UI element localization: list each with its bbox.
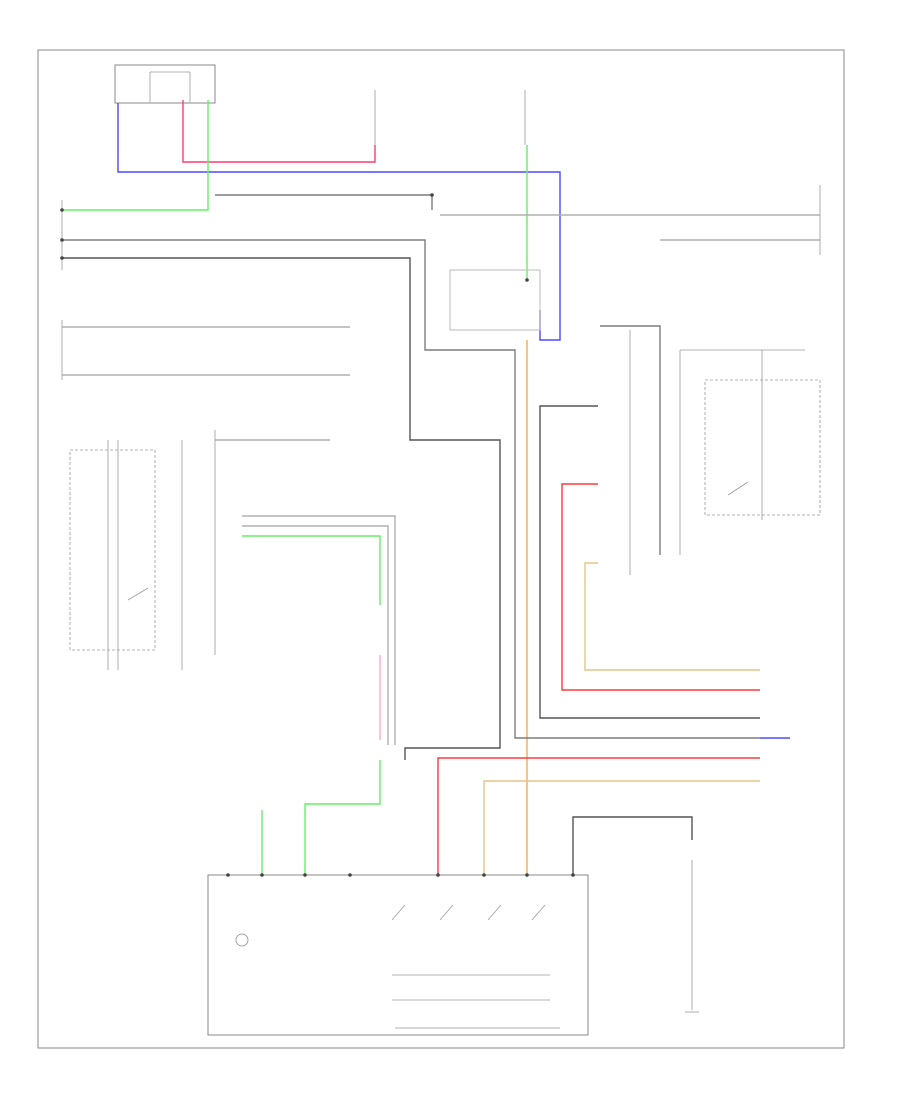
relay-box-top-left xyxy=(114,64,216,104)
pin-dot xyxy=(60,238,64,242)
left-module-outline xyxy=(69,449,156,651)
wire-black-3 xyxy=(572,816,693,875)
wire-gray-conn-b xyxy=(242,525,389,745)
wire-black-2 xyxy=(539,405,760,719)
wire-blue xyxy=(117,103,561,341)
main-unit-switch-2 xyxy=(439,904,454,921)
wire-gray-1 xyxy=(62,239,760,739)
pin-dot xyxy=(525,873,529,877)
main-unit-switch-1 xyxy=(391,904,406,921)
main-unit-switch-4 xyxy=(531,904,546,921)
wire-green-bottom xyxy=(304,760,381,875)
wire-pink xyxy=(182,100,376,163)
main-unit xyxy=(207,874,589,1036)
pin-dot xyxy=(571,873,575,877)
pin-dot xyxy=(482,873,486,877)
main-unit-switch-3 xyxy=(487,904,502,921)
left-module-switch xyxy=(127,587,149,601)
wire-gray-right-a xyxy=(600,325,661,555)
wire-gray-2 xyxy=(215,194,433,210)
right-module-switch xyxy=(727,481,749,496)
pin-dot xyxy=(348,873,352,877)
wire-red-right xyxy=(561,483,760,691)
wire-red-bottom xyxy=(437,757,760,875)
pin-dot xyxy=(430,193,434,197)
wire-black-1 xyxy=(62,257,501,760)
right-module-outline xyxy=(704,379,821,516)
pin-dot xyxy=(303,873,307,877)
wire-tan-bottom xyxy=(483,780,760,875)
pin-dot xyxy=(60,208,64,212)
diagram-frame xyxy=(37,49,845,1049)
wire-gray-conn-a xyxy=(242,515,396,745)
pin-dot xyxy=(226,873,230,877)
main-unit-ground-symbol xyxy=(235,933,249,947)
wire-tan-right xyxy=(584,562,760,671)
pin-dot xyxy=(60,256,64,260)
center-relay xyxy=(449,269,541,331)
pin-dot xyxy=(436,873,440,877)
wire-green-top xyxy=(62,100,209,211)
wire-green-middle xyxy=(242,535,381,605)
pin-dot xyxy=(260,873,264,877)
pin-dot xyxy=(525,278,529,282)
